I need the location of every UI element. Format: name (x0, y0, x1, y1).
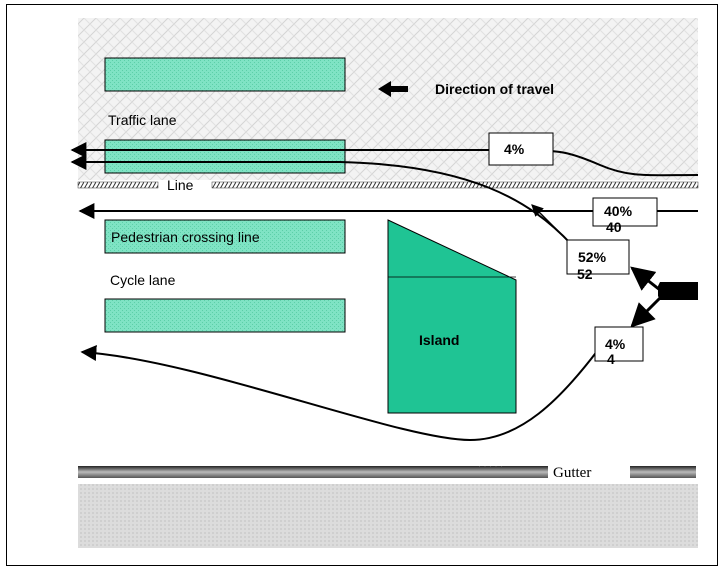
pct-straight-label: 40% (604, 203, 633, 219)
bottom-flow-arrow (80, 345, 599, 442)
pct-straight-box: 40% 40 (592, 197, 658, 235)
lane-line-left (77, 181, 159, 189)
cycle-lane-box (104, 298, 346, 333)
island-label: Island (419, 332, 459, 348)
pct-top-box: 4% (488, 132, 554, 166)
pavement (78, 484, 698, 548)
gutter-dots: · · · · · (478, 461, 503, 471)
pct-bottom-box: 4% 4 (594, 326, 644, 367)
traffic-lane-box (104, 139, 346, 174)
pct-straight-overflow: 40 (606, 219, 622, 235)
vehicle-branch-down-arrow (630, 294, 664, 328)
gutter-left (78, 466, 548, 478)
gutter-label: Gutter (553, 465, 591, 481)
gutter-right (630, 466, 696, 478)
lane-line-right (211, 181, 699, 189)
vehicle-branch-up-arrow (630, 266, 661, 292)
pedestrian-crossing-label: Pedestrian crossing line (111, 229, 260, 245)
island (387, 219, 517, 414)
direction-label: Direction of travel (435, 81, 554, 97)
direction-arrow-icon (378, 81, 408, 97)
cycle-lane-label: Cycle lane (110, 272, 176, 288)
pedestrian-crossing-box (104, 219, 346, 254)
pct-middle-box: 52% 52 (566, 239, 630, 282)
line-label: Line (167, 177, 194, 193)
middle-arrow-tail (531, 204, 573, 246)
traffic-lane-box-top (104, 57, 346, 92)
pct-bottom-label: 4% (605, 336, 626, 352)
traffic-lane-label: Traffic lane (108, 112, 177, 128)
pct-middle-overflow: 52 (577, 266, 593, 282)
vehicle-icon (658, 282, 698, 300)
pct-middle-label: 52% (578, 249, 607, 265)
pct-bottom-overflow: 4 (607, 351, 615, 367)
pct-top-label: 4% (504, 141, 525, 157)
